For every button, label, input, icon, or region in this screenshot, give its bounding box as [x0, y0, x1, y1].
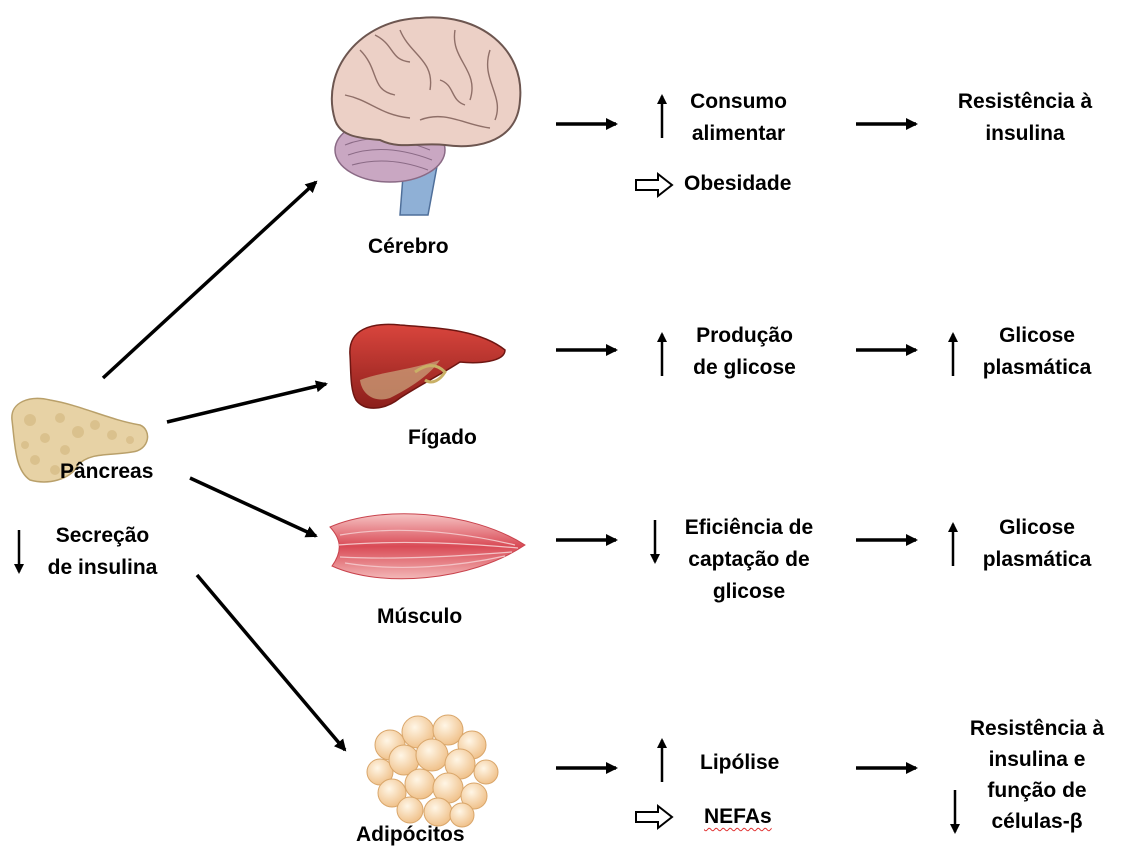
adipose-effect-sub: NEFAs [704, 805, 772, 828]
muscle-outcome-line2: plasmática [982, 548, 1092, 571]
muscle-effect-line3: glicose [712, 580, 786, 603]
adipose-outcome: Resistência à insulina e função de célul… [952, 713, 1122, 837]
brain-effect: Consumo alimentar [676, 86, 801, 150]
adipocyte-cell [449, 802, 475, 828]
pancreas-arrows [101, 180, 347, 752]
adipocytes-illustration [366, 714, 499, 828]
hollow-arrow-obesity [635, 171, 674, 199]
adipocyte-cell [404, 768, 436, 800]
adipocyte-cell [415, 738, 449, 772]
muscle-outcome-line1: Glicose [999, 516, 1075, 539]
adipocyte-cell [377, 778, 407, 808]
muscle-illustration [329, 513, 526, 580]
liver-effect: Produção de glicose [677, 320, 812, 384]
brain-effect-sub: Obesidade [684, 172, 792, 195]
liver-illustration [349, 323, 506, 409]
secretion-line2: de insulina [47, 556, 158, 579]
brain-effect-line2: alimentar [691, 122, 786, 145]
brain-outcome-line2: insulina [985, 122, 1065, 145]
label-adipocytes: Adipócitos [356, 823, 465, 846]
adipose-outcome-line4: células-β [991, 810, 1083, 833]
muscle-effect: Eficiência de captação de glicose [668, 512, 830, 608]
adipose-outcome-line3: função de [987, 779, 1087, 802]
label-liver: Fígado [408, 426, 477, 449]
liver-outcome-line1: Glicose [999, 324, 1075, 347]
label-pancreas: Pâncreas [60, 460, 154, 483]
liver-effect-line1: Produção [696, 324, 793, 347]
flow-arrows [556, 118, 918, 774]
adipocyte-cell [473, 759, 499, 785]
brain-outcome: Resistência à insulina [940, 86, 1110, 150]
muscle-effect-line2: captação de [688, 548, 810, 571]
hollow-arrow-nefas [635, 803, 674, 831]
trend-arrows [14, 94, 960, 834]
brain-outcome-line1: Resistência à [957, 90, 1093, 113]
muscle-outcome: Glicose plasmática [962, 512, 1112, 576]
label-brain: Cérebro [368, 235, 449, 258]
secretion-line1: Secreção [55, 524, 150, 547]
brain-effect-line1: Consumo [690, 90, 787, 113]
liver-effect-line2: de glicose [693, 356, 796, 379]
adipocyte-cell [396, 796, 424, 824]
liver-outcome: Glicose plasmática [962, 320, 1112, 384]
adipose-effect: Lipólise [700, 751, 780, 774]
adipocyte-cell [460, 782, 488, 810]
adipose-outcome-line1: Resistência à [969, 717, 1105, 740]
label-secretion: Secreção de insulina [35, 520, 170, 584]
brain-illustration [330, 16, 522, 216]
arrow-to-brain [101, 180, 318, 380]
arrow-to-muscle [189, 476, 318, 538]
liver-outcome-line2: plasmática [982, 356, 1092, 379]
adipose-outcome-line2: insulina e [988, 748, 1086, 771]
arrow-to-adipose [195, 573, 347, 752]
arrow-to-liver [166, 380, 328, 424]
adipocyte-cell [432, 714, 464, 746]
pancreas-illustration [11, 397, 149, 483]
hollow-arrows [635, 171, 674, 831]
muscle-effect-line1: Eficiência de [684, 516, 814, 539]
label-muscle: Músculo [377, 605, 463, 628]
